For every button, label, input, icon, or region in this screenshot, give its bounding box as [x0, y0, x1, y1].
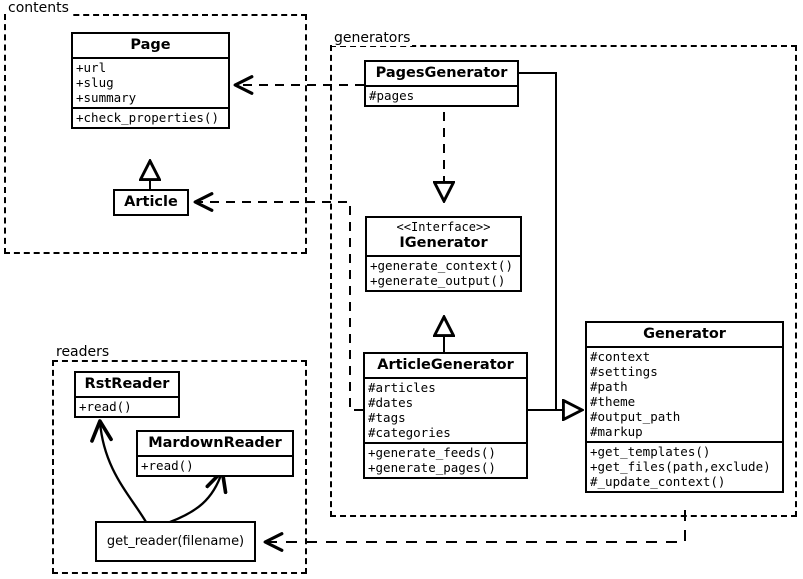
operation: +read()	[79, 399, 132, 415]
attribute: #output_path	[590, 409, 681, 425]
operation: +check_properties()	[76, 110, 219, 126]
attribute: #settings	[590, 364, 658, 380]
class-mardown-reader[interactable]: MardownReader +read()	[136, 430, 294, 478]
class-article-title: Article	[124, 194, 178, 210]
attribute: #context	[590, 349, 651, 365]
attribute: #path	[590, 379, 628, 395]
class-pages-generator-attributes: #pages	[366, 85, 517, 105]
class-article-generator-title: ArticleGenerator	[377, 357, 514, 373]
attribute: #categories	[368, 425, 451, 441]
class-rst-reader-title: RstReader	[84, 376, 170, 392]
class-page-operations: +check_properties()	[73, 107, 228, 127]
class-generator-operations: +get_templates() +get_files(path,exclude…	[587, 441, 782, 491]
class-article-generator[interactable]: ArticleGenerator #articles #dates #tags …	[363, 352, 528, 480]
function-get-reader[interactable]: get_reader(filename)	[95, 521, 256, 562]
operation: +get_templates()	[590, 444, 711, 460]
class-generator-attributes: #context #settings #path #theme #output_…	[587, 346, 782, 441]
class-article[interactable]: Article	[113, 189, 189, 217]
package-contents-label: contents	[6, 0, 71, 16]
class-pages-generator[interactable]: PagesGenerator #pages	[364, 60, 519, 108]
attribute: #theme	[590, 394, 636, 410]
attribute: #pages	[369, 88, 415, 104]
class-article-generator-operations: +generate_feeds() +generate_pages()	[365, 442, 526, 477]
attribute: +summary	[76, 90, 137, 106]
attribute: #dates	[368, 395, 414, 411]
class-igenerator-stereotype: <<Interface>>	[396, 220, 491, 234]
attribute: #tags	[368, 410, 406, 426]
class-igenerator-operations: +generate_context() +generate_output()	[367, 255, 520, 290]
attribute: +url	[76, 60, 107, 76]
attribute: #articles	[368, 380, 436, 396]
class-page[interactable]: Page +url +slug +summary +check_properti…	[71, 32, 230, 130]
class-igenerator-name: IGenerator	[399, 234, 488, 251]
operation: +generate_feeds()	[368, 445, 496, 461]
package-readers	[52, 360, 307, 574]
class-page-attributes: +url +slug +summary	[73, 57, 228, 107]
attribute: +slug	[76, 75, 114, 91]
package-readers-label: readers	[54, 344, 112, 360]
class-igenerator-title: <<Interface>> IGenerator	[367, 218, 520, 255]
package-generators-label: generators	[332, 30, 413, 46]
attribute: #markup	[590, 424, 643, 440]
class-rst-reader[interactable]: RstReader +read()	[74, 371, 180, 419]
class-igenerator[interactable]: <<Interface>> IGenerator +generate_conte…	[365, 216, 522, 293]
function-get-reader-label: get_reader(filename)	[106, 534, 245, 549]
class-rst-reader-operations: +read()	[76, 396, 178, 416]
class-article-generator-attributes: #articles #dates #tags #categories	[365, 377, 526, 442]
package-contents	[4, 14, 307, 254]
class-pages-generator-title: PagesGenerator	[375, 65, 508, 81]
operation: +get_files(path,exclude)	[590, 459, 771, 475]
operation: #_update_context()	[590, 474, 726, 490]
operation: +generate_pages()	[368, 460, 496, 476]
class-page-title: Page	[130, 37, 171, 53]
class-generator[interactable]: Generator #context #settings #path #them…	[585, 321, 784, 494]
class-mardown-reader-operations: +read()	[138, 455, 292, 475]
class-generator-title: Generator	[643, 326, 726, 342]
operation: +read()	[141, 458, 194, 474]
operation: +generate_context()	[370, 258, 513, 274]
operation: +generate_output()	[370, 273, 506, 289]
class-mardown-reader-title: MardownReader	[148, 435, 282, 451]
